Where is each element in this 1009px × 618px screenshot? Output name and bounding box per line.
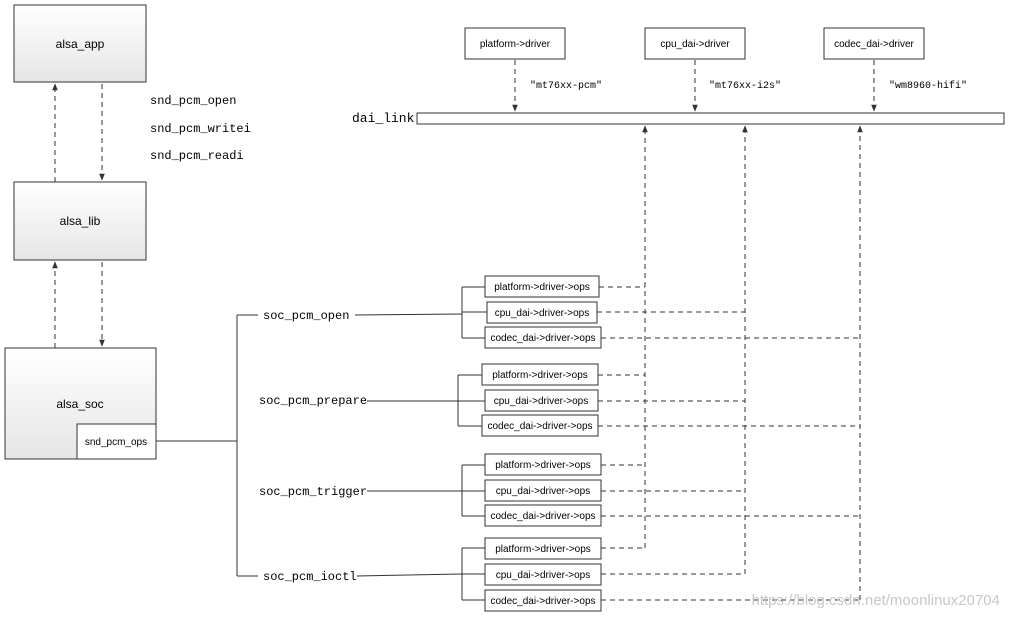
call-snd-pcm-writei: snd_pcm_writei — [150, 122, 251, 136]
cpu-dai-name-string: "mt76xx-i2s" — [709, 80, 781, 92]
platform-driver-label: platform->driver — [480, 39, 551, 50]
alsa-app-box — [13, 4, 147, 83]
call-snd-pcm-readi: snd_pcm_readi — [150, 149, 244, 163]
soc-pcm-trigger-label: soc_pcm_trigger — [259, 485, 367, 499]
open-platform-ops-label: platform->driver->ops — [494, 282, 590, 293]
trigger-platform-ops-label: platform->driver->ops — [495, 460, 591, 471]
prepare-codec-dai-ops-label: codec_dai->driver->ops — [487, 421, 592, 432]
prepare-cpu-dai-ops-label: cpu_dai->driver->ops — [494, 396, 589, 407]
dai-link-bar — [416, 112, 1005, 125]
prepare-platform-ops-label: platform->driver->ops — [492, 370, 588, 381]
dai-link-label: dai_link — [352, 111, 415, 126]
open-codec-dai-ops-label: codec_dai->driver->ops — [490, 333, 595, 344]
ioctl-cpu-dai-ops-label: cpu_dai->driver->ops — [496, 570, 591, 581]
alsa-app-label: alsa_app — [56, 37, 105, 51]
cpu-dai-driver-label: cpu_dai->driver — [660, 39, 730, 50]
call-snd-pcm-open: snd_pcm_open — [150, 94, 236, 108]
codec-dai-driver-label: codec_dai->driver — [834, 39, 914, 50]
watermark-text: https://blog.csdn.net/moonlinux20704 — [751, 592, 1000, 609]
cpu-dai-driver-box — [644, 27, 746, 60]
alsa-lib-box — [13, 181, 147, 261]
trigger-codec-dai-ops-label: codec_dai->driver->ops — [490, 511, 595, 522]
snd-pcm-ops-label: snd_pcm_ops — [85, 437, 147, 448]
soc-pcm-prepare-label: soc_pcm_prepare — [259, 394, 367, 408]
soc-pcm-ioctl-label: soc_pcm_ioctl — [263, 570, 357, 584]
ioctl-platform-ops-label: platform->driver->ops — [495, 544, 591, 555]
open-cpu-dai-ops-label: cpu_dai->driver->ops — [495, 308, 590, 319]
ioctl-codec-dai-ops-label: codec_dai->driver->ops — [490, 596, 595, 607]
alsa-soc-label: alsa_soc — [56, 397, 103, 411]
platform-name-string: "mt76xx-pcm" — [530, 80, 602, 92]
soc-pcm-open-label: soc_pcm_open — [263, 309, 349, 323]
codec-dai-driver-box — [823, 27, 925, 60]
codec-dai-name-string: "wm8960-hifi" — [889, 80, 967, 92]
trigger-cpu-dai-ops-label: cpu_dai->driver->ops — [496, 486, 591, 497]
platform-driver-box — [464, 27, 566, 60]
alsa-lib-label: alsa_lib — [60, 214, 101, 228]
